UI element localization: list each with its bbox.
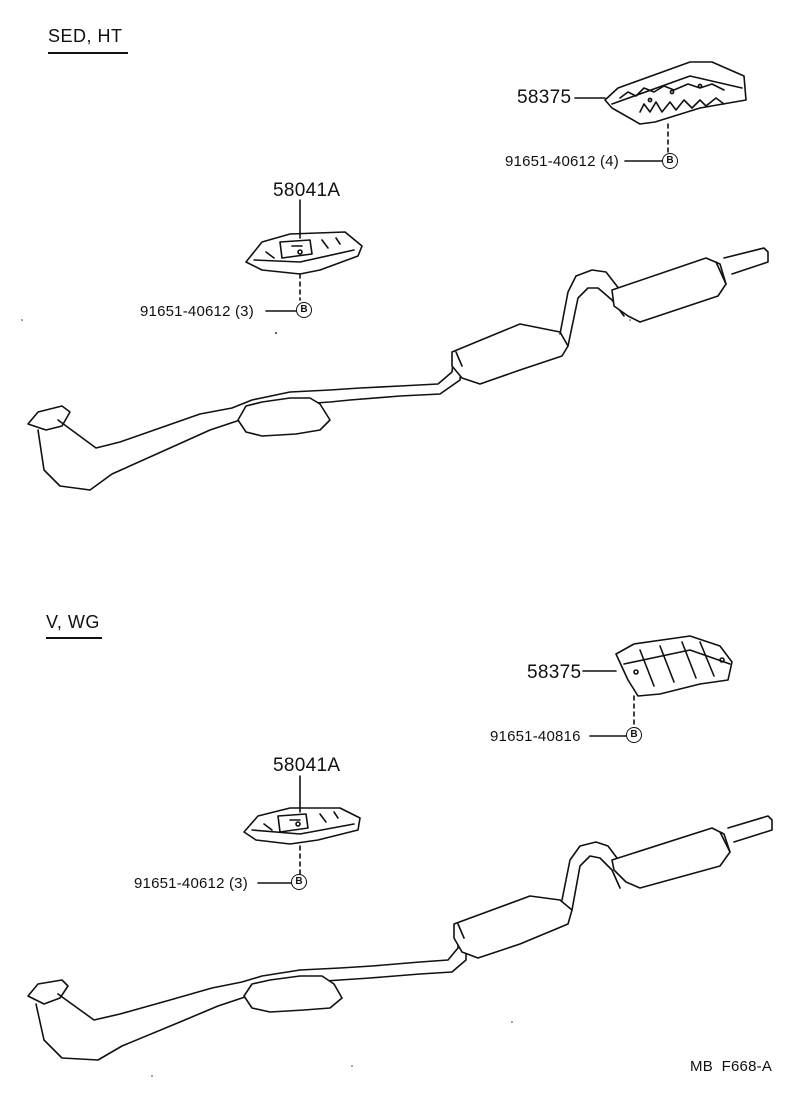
section-title-underline: [48, 52, 128, 54]
part-label-58375: 58375: [517, 87, 572, 108]
print-specks: [21, 319, 631, 1077]
bolt-label-91651-40612-3: 91651-40612 (3): [140, 303, 254, 320]
exhaust-pipe-top: [27, 247, 769, 491]
part-label-58041a: 58041A: [273, 755, 341, 776]
section-title-sed-ht: SED, HT: [48, 26, 123, 46]
bolt-label-91651-40612-4: 91651-40612 (4): [505, 153, 619, 170]
bolt-badge-icon: B: [662, 153, 678, 169]
section-title-underline: [46, 637, 102, 639]
bolt-label-91651-40612-3: 91651-40612 (3): [134, 875, 248, 892]
exhaust-pipe-bottom: [27, 815, 773, 1061]
section-title-v-wg: V, WG: [46, 612, 100, 632]
heat-insulator-58041a-bottom: [243, 775, 361, 884]
bolt-badge-icon: B: [291, 874, 307, 890]
part-label-58041a: 58041A: [273, 180, 341, 201]
bolt-label-91651-40816: 91651-40816: [490, 728, 581, 745]
heat-insulator-58375-bottom: [582, 635, 733, 737]
heat-insulator-58375-top: [574, 61, 747, 162]
bolt-badge-icon: B: [296, 302, 312, 318]
bolt-badge-icon: B: [626, 727, 642, 743]
figure-code: MB F668-A: [690, 1058, 773, 1075]
part-label-58375: 58375: [527, 662, 582, 683]
heat-insulator-58041a-top: [245, 199, 363, 312]
